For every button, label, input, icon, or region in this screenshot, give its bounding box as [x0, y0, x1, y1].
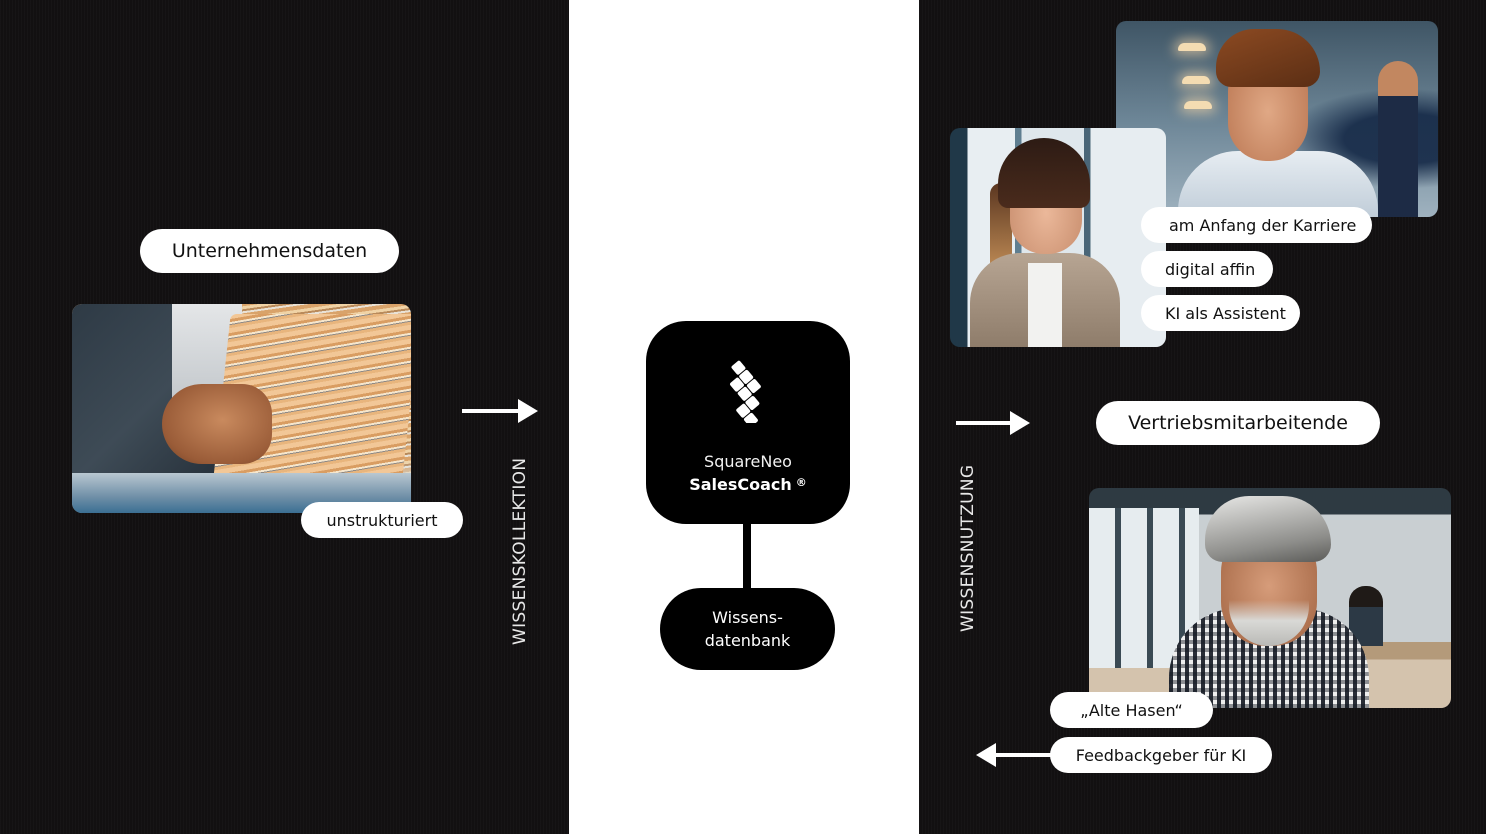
sales-staff-label: Vertriebsmitarbeitende [1096, 401, 1380, 445]
photo-torso-shape [1178, 151, 1378, 217]
knowledge-database-box: Wissens- datenbank [660, 588, 835, 670]
arrow-left-icon [976, 742, 1052, 768]
arrow-right-icon [956, 410, 1032, 436]
company-data-label: Unternehmensdaten [140, 229, 399, 273]
tag-text: digital affin [1165, 259, 1256, 279]
sales-staff-text: Vertriebsmitarbeitende [1128, 412, 1348, 434]
unstructured-text: unstrukturiert [326, 510, 438, 530]
document-stack-photo [72, 304, 411, 513]
senior-tag-ai-feedback: Feedbackgeber für KI [1050, 737, 1272, 773]
photo-hair-shape [998, 138, 1090, 208]
photo-lamp-shape [1178, 43, 1206, 51]
photo-lamp-shape [1182, 76, 1210, 84]
young-salesman-photo [1116, 21, 1438, 217]
young-tag-digital: digital affin [1141, 251, 1273, 287]
photo-hair-shape [1216, 29, 1320, 87]
photo-lamp-shape [1184, 101, 1212, 109]
product-brand: SquareNeo [704, 452, 792, 471]
arrow-right-icon [462, 398, 540, 424]
connector-line [743, 523, 751, 589]
tag-text: KI als Assistent [1165, 303, 1286, 323]
photo-hair-shape [1205, 496, 1331, 562]
unstructured-tag: unstrukturiert [301, 502, 463, 538]
product-name-line: SalesCoach® [646, 475, 850, 494]
young-tag-ai-assistant: KI als Assistent [1141, 295, 1300, 331]
knowledge-usage-label: WISSENSNUTZUNG [958, 464, 978, 632]
squareneo-logo-icon [730, 360, 761, 423]
company-data-text: Unternehmensdaten [171, 240, 368, 262]
database-label-line2: datenbank [704, 631, 791, 650]
knowledge-collection-label: WISSENSKOLLEKTION [510, 457, 530, 645]
product-name: SalesCoach [689, 475, 792, 494]
photo-checkered-shirt-shape [1169, 608, 1369, 708]
photo-background-person-shape [1378, 61, 1418, 217]
tag-text: am Anfang der Karriere [1169, 215, 1357, 235]
tag-text: „Alte Hasen“ [1080, 700, 1183, 720]
young-saleswoman-photo [950, 128, 1166, 347]
photo-hand-shape [162, 384, 272, 464]
senior-tag-old-hands: „Alte Hasen“ [1050, 692, 1213, 728]
database-label-line1: Wissens- [712, 608, 783, 627]
young-tag-career-start: am Anfang der Karriere [1141, 207, 1372, 243]
registered-trademark: ® [795, 476, 807, 489]
photo-blouse-shape [1028, 263, 1062, 347]
salescoach-box: SquareNeo SalesCoach® [646, 321, 850, 524]
tag-text: Feedbackgeber für KI [1075, 745, 1247, 765]
senior-salesman-photo [1089, 488, 1451, 708]
